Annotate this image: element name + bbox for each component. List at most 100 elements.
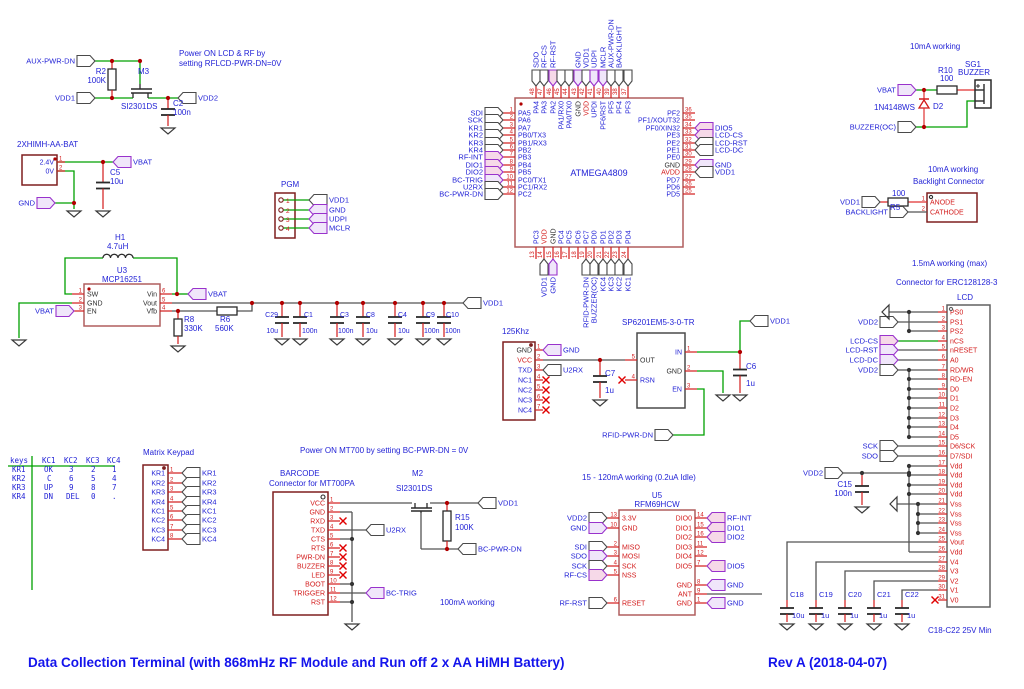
pin-number: 3	[942, 326, 946, 332]
pin-number: 27	[685, 175, 692, 181]
ground-symbol	[354, 338, 372, 346]
net-label-vdd2: VDD2	[858, 318, 878, 327]
pin-name: Vss	[950, 531, 962, 538]
net-label-lcd-dc	[879, 353, 899, 367]
pin-name: KC4	[151, 537, 165, 544]
pin-name: PE1	[667, 148, 680, 155]
net-label-rf-rst	[588, 596, 608, 610]
pin-number: 1	[687, 347, 691, 353]
keys-table-cell: KR1	[12, 465, 26, 474]
pin-name: GND	[666, 369, 682, 376]
label: SI2301DS	[396, 484, 432, 493]
label: 100K	[455, 523, 474, 532]
pin-number: 2	[330, 507, 334, 513]
pin-number: 1	[942, 307, 946, 313]
net-label-kr4: KR4	[202, 498, 217, 507]
pin-number: 20	[938, 489, 945, 495]
junction-dot	[906, 463, 912, 469]
label: C6	[746, 362, 757, 371]
pin-number: 48	[530, 88, 536, 95]
net-label-lcd-dc: LCD-DC	[715, 146, 744, 155]
pin-number: 32	[685, 138, 692, 144]
pin-number: 5	[614, 570, 618, 576]
net-label-dio2: DIO2	[727, 533, 745, 542]
pin-name: PWR-DN	[296, 555, 325, 562]
wire	[739, 320, 750, 352]
junction-dot	[349, 599, 355, 605]
pin-number: 12	[506, 189, 513, 195]
label: C3	[340, 312, 349, 319]
pin-name: DIO2	[676, 535, 692, 542]
pin-number: 27	[938, 557, 945, 563]
label: 10u	[110, 177, 123, 186]
no-connect-x	[339, 544, 347, 552]
pin-name: PC1/RX2	[518, 185, 547, 192]
label: C21	[877, 590, 891, 599]
no-connect-x	[542, 386, 550, 394]
net-label-kr1: KR1	[202, 469, 217, 478]
net-label	[564, 69, 574, 87]
net-label-aux-pwr-dn	[76, 54, 96, 68]
label: R15	[455, 513, 470, 522]
net-label-vdd1: VDD1	[715, 168, 735, 177]
no-connect-x	[931, 596, 939, 604]
label: 1u	[821, 611, 829, 620]
net-label-lcd-dc	[694, 143, 714, 157]
pin-number: 3	[687, 384, 691, 390]
net-label-vbat: VBAT	[133, 158, 152, 167]
pin-name: PF3	[626, 101, 633, 114]
net-label-aux-pwr-dn: AUX-PWR-DN	[607, 19, 616, 68]
pin-number: 2	[942, 317, 946, 323]
pin-number: 18	[572, 251, 578, 258]
net-label-kc1: KC1	[202, 507, 217, 516]
wire	[786, 541, 938, 600]
component-body-barcode-mt700pa	[272, 491, 329, 616]
junction-dot	[334, 300, 340, 306]
pin-name: DIO4	[676, 554, 692, 561]
label: M2	[412, 469, 424, 478]
net-label-vdd1	[462, 296, 482, 310]
junction-dot	[279, 300, 285, 306]
net-label-rfid-pwr-dn	[581, 258, 591, 276]
label: C22	[905, 590, 919, 599]
junction-dot	[906, 482, 912, 488]
junction-dot	[100, 159, 106, 165]
pin-name: Vdd	[950, 492, 963, 499]
pin-number: 31	[685, 145, 692, 151]
pin-name: PD4	[626, 230, 633, 244]
net-label-vdd1: VDD1	[770, 317, 790, 326]
pin-number: 4	[330, 525, 334, 531]
pin-name: TXD	[311, 528, 325, 535]
pin-name: PA3	[542, 101, 549, 114]
net-label-kc4	[598, 258, 608, 276]
junction-dot	[71, 200, 77, 206]
junction-dot	[906, 328, 912, 334]
pin-number: 2	[687, 366, 691, 372]
junction-dot	[737, 349, 743, 355]
net-label-lcd-rst	[879, 343, 899, 357]
net-label-dio5: DIO5	[715, 124, 733, 133]
ground-symbol	[807, 623, 825, 631]
pin-number: 13	[530, 251, 536, 258]
pin-number: 5	[942, 345, 946, 351]
pin-number: 39	[605, 88, 611, 95]
net-label-buzzer(oc): BUZZER(OC)	[850, 123, 897, 132]
pin-number: 21	[597, 251, 603, 258]
pin-name: PD0	[592, 230, 599, 244]
component-body-sp6201	[636, 332, 686, 409]
net-label-vbat: VBAT	[208, 290, 227, 299]
keys-table-cell: OK	[44, 465, 54, 474]
pin-name: PB1/RX3	[518, 141, 547, 148]
pin-number: 16	[938, 451, 945, 457]
net-label-vdd2	[879, 363, 899, 377]
net-label-kr4: KR4	[468, 146, 483, 155]
net-label-gnd: GND	[715, 161, 732, 170]
net-label-vbat: VBAT	[35, 307, 54, 316]
pin-number: 9	[510, 167, 514, 173]
junction-dot	[137, 58, 143, 64]
pin-name: KR1	[151, 471, 165, 478]
pin-mark	[278, 216, 284, 222]
label: 100K	[87, 76, 106, 85]
pin-number: 15	[547, 251, 553, 258]
net-label-kc2: KC2	[615, 277, 624, 292]
